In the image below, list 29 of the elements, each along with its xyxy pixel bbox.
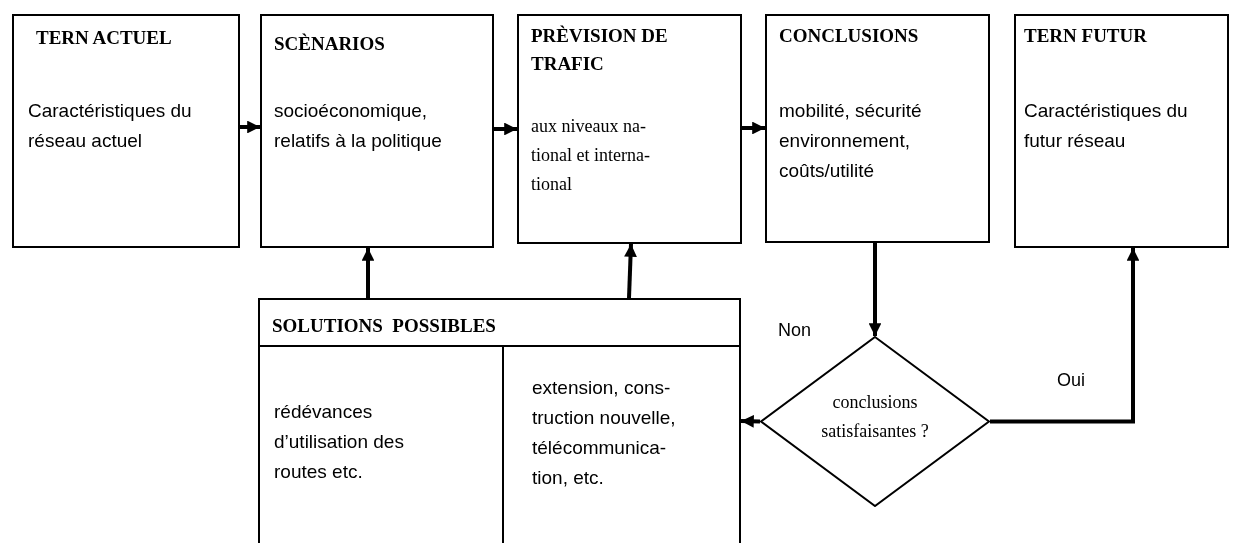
box-heading: SCÈNARIOS (274, 32, 386, 56)
arrow (740, 414, 761, 428)
process-box (258, 298, 741, 543)
process-box (517, 14, 742, 244)
box-heading: CONCLUSIONS (779, 24, 920, 48)
box-text: mobilité, sécurité environnement, coûts/utilité (779, 99, 923, 183)
process-box (260, 14, 494, 248)
process-box (12, 14, 240, 248)
arrow (494, 122, 517, 136)
arrow (868, 243, 882, 336)
arrow (240, 120, 260, 134)
arrow (361, 248, 375, 298)
box-heading: PRÈVISION DE TRAFIC (531, 24, 669, 76)
box-heading: TERN FUTUR (1024, 24, 1148, 48)
box-text: socioéconomique, relatifs à la politique (274, 99, 443, 153)
decision-text: conclusions satisfaisantes ? (820, 391, 930, 443)
arrow (990, 248, 1140, 424)
box-heading: SOLUTIONS POSSIBLES (272, 314, 497, 338)
arrow (742, 121, 765, 135)
box-text: aux niveaux na- tional et interna- tional (531, 115, 651, 196)
table-cell (502, 345, 741, 543)
process-box (1014, 14, 1229, 248)
box-text: Caractéristiques du futur réseau (1024, 99, 1189, 153)
box-heading: TERN ACTUEL (36, 26, 173, 50)
arrow (624, 243, 637, 299)
box-text: Caractéristiques du réseau actuel (28, 99, 193, 153)
box-text: rédévances d’utilisation des routes etc. (274, 400, 405, 484)
box-text: extension, cons- truction nouvelle, télécommunica- tion, etc. (532, 376, 677, 490)
process-box (765, 14, 990, 243)
